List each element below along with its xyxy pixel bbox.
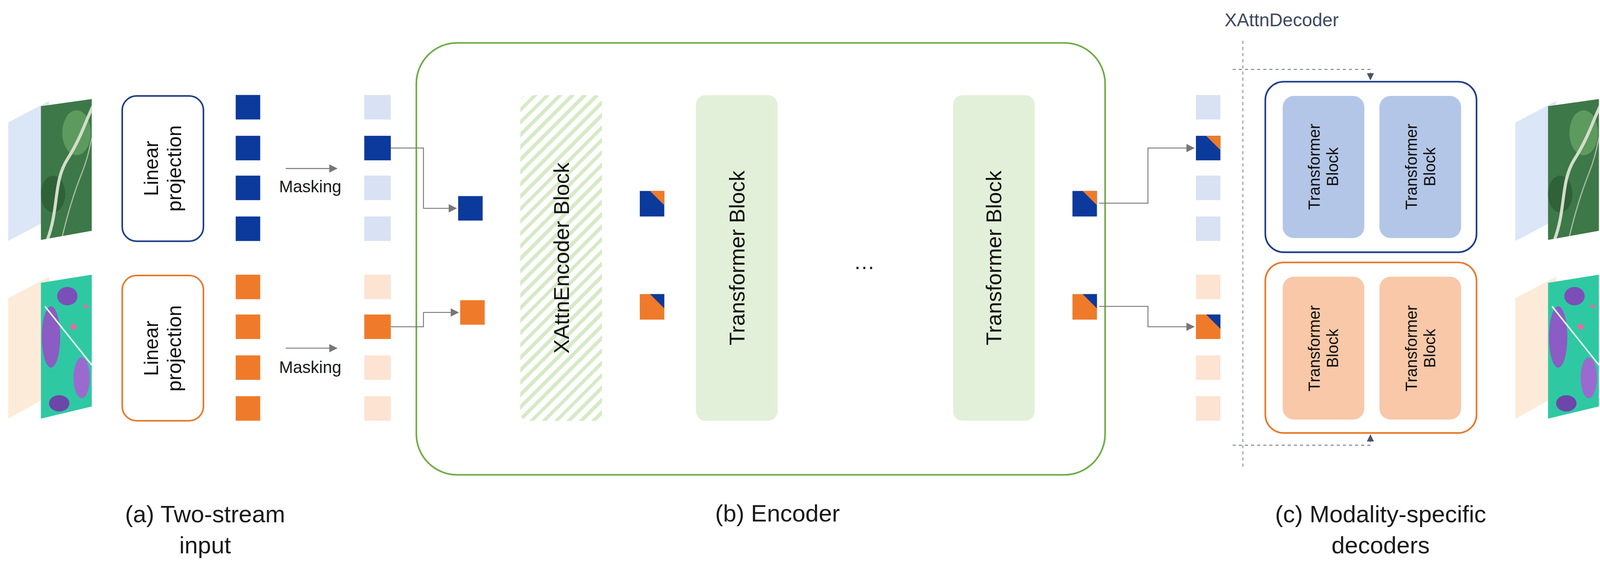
panel-caption: (c) Modality-specific decoders — [1227, 498, 1534, 561]
sar-image — [8, 271, 96, 421]
token-path — [390, 312, 459, 327]
step-label: Masking — [279, 175, 342, 198]
block-text: Transformer Block — [1402, 285, 1439, 411]
panel-caption: (a) Two-stream input — [97, 498, 314, 561]
cross-attention-line — [1232, 69, 1371, 80]
block-text: Transformer Block — [724, 103, 750, 413]
decoder-outline — [1265, 81, 1477, 253]
cross-attention-line — [1232, 435, 1371, 446]
block-text: Transformer Block — [1305, 104, 1342, 230]
block-text: Linear projection — [139, 103, 186, 234]
step-label: Masking — [279, 356, 342, 379]
block-text: Transformer Block — [1305, 285, 1342, 411]
tokens — [235, 95, 1221, 421]
optical-image — [8, 97, 96, 243]
encoder-block: XAttnEncoder Block — [520, 95, 602, 421]
token-path — [390, 148, 457, 209]
decoder-block: Transformer Block — [1379, 276, 1462, 420]
block-text: Linear projection — [139, 283, 186, 413]
decoder-block: Transformer Block — [1282, 276, 1365, 420]
section-title: XAttnDecoder — [1224, 8, 1339, 33]
token-path — [1098, 306, 1194, 327]
decoder-outline — [1265, 262, 1477, 433]
block-text: Transformer Block — [981, 103, 1007, 413]
projection-box: Linear projection — [121, 95, 205, 243]
ellipsis: … — [853, 247, 876, 276]
masking-arrow — [285, 347, 337, 349]
projection-box: Linear projection — [121, 274, 205, 422]
block-text: XAttnEncoder Block — [548, 103, 574, 413]
encoder-outline — [416, 42, 1106, 475]
divider-line — [1242, 41, 1244, 470]
decoder-block: Transformer Block — [1379, 95, 1462, 239]
panel-caption: (b) Encoder — [715, 498, 840, 530]
transformer-block: Transformer Block — [695, 95, 778, 421]
masking-arrow — [285, 168, 337, 169]
transformer-block: Transformer Block — [953, 95, 1035, 421]
token-path — [1098, 148, 1194, 204]
decoder-block: Transformer Block — [1282, 95, 1365, 239]
block-text: Transformer Block — [1402, 104, 1439, 230]
